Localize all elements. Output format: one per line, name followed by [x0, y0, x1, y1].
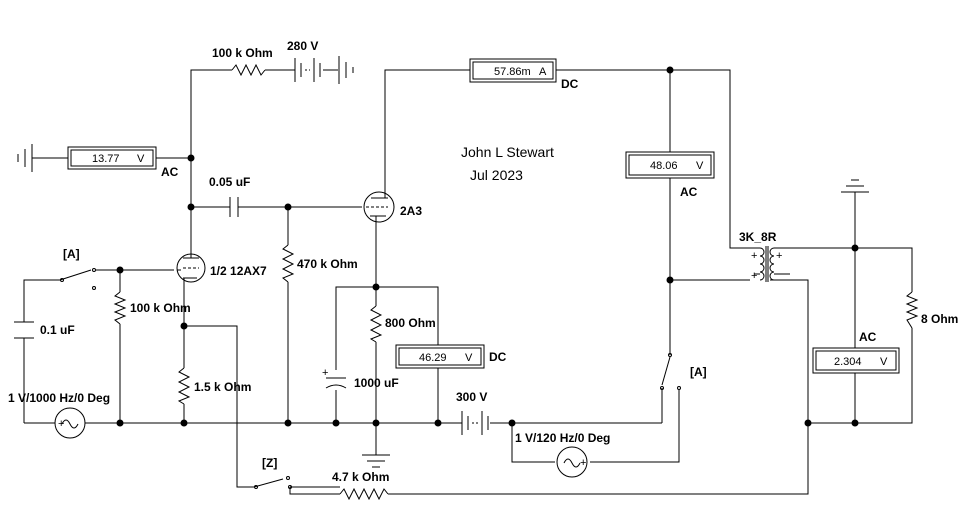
- label-c-cathode-2: 1000 uF: [354, 376, 399, 390]
- label-r-feedback: 4.7 k Ohm: [332, 470, 389, 484]
- plate-meter-mode: DC: [561, 77, 579, 91]
- label-source-hum: 1 V/120 Hz/0 Deg: [515, 431, 610, 445]
- label-switch-a-hum: [A]: [690, 365, 707, 379]
- output-ac-voltmeter-value: 2.304: [834, 356, 862, 368]
- svg-text:+: +: [751, 270, 757, 282]
- cathode-dc-voltmeter: 46.29 V: [395, 344, 485, 369]
- label-battery-300v: 300 V: [456, 390, 487, 404]
- svg-text:+: +: [58, 418, 64, 430]
- input-ac-source: +: [54, 407, 86, 439]
- input-ac-voltmeter-value: 13.77: [92, 153, 120, 165]
- svg-text:+: +: [776, 250, 782, 262]
- label-r-load: 8 Ohm: [921, 312, 958, 326]
- tap-ac-voltmeter: 48.06 V: [625, 151, 715, 179]
- label-r-cathode-2: 800 Ohm: [385, 316, 436, 330]
- resistor-grid: [281, 244, 295, 283]
- input-ac-voltmeter: 13.77 V: [67, 146, 157, 170]
- output-meter-mode: AC: [859, 330, 877, 344]
- triode-12ax7: [176, 250, 206, 283]
- input-ac-voltmeter-unit: V: [137, 153, 145, 165]
- cathode-dc-voltmeter-value: 46.29: [419, 352, 447, 364]
- plate-dc-ammeter-unit: A: [539, 66, 547, 78]
- svg-text:+: +: [751, 250, 757, 262]
- switch-a-hum: [660, 353, 681, 390]
- output-ac-voltmeter-unit: V: [880, 356, 888, 368]
- cathode-meter-mode: DC: [489, 350, 507, 364]
- hum-ac-source: +: [556, 446, 588, 478]
- capacitor-input: [14, 321, 34, 339]
- label-r-grid: 470 k Ohm: [297, 257, 358, 271]
- label-v1: 1/2 12AX7: [210, 264, 267, 278]
- ground-icon-output: [841, 179, 869, 193]
- ground-icon-input: [17, 144, 33, 172]
- label-r-input: 100 k Ohm: [130, 301, 191, 315]
- triode-2a3: [363, 190, 395, 225]
- tap-ac-voltmeter-value: 48.06: [650, 160, 678, 172]
- battery-300v: [461, 411, 489, 435]
- resistor-cathode-1: [177, 367, 191, 405]
- wires: [23, 69, 913, 495]
- junction-dots: [116, 66, 859, 427]
- tap-meter-mode: AC: [680, 185, 698, 199]
- label-c-input: 0.1 uF: [40, 323, 75, 337]
- resistor-feedback: [339, 487, 389, 501]
- label-battery-280v: 280 V: [287, 39, 318, 53]
- label-transformer: 3K_8R: [739, 230, 777, 244]
- capacitor-coupling: [229, 197, 239, 217]
- label-r-cathode-1: 1.5 k Ohm: [194, 380, 251, 394]
- capacitor-cathode-2: +: [322, 367, 347, 389]
- plate-dc-ammeter-value: 57.86m: [494, 66, 531, 78]
- cathode-dc-voltmeter-unit: V: [465, 352, 473, 364]
- battery-280v: [294, 58, 321, 82]
- svg-text:+: +: [580, 457, 586, 469]
- ground-icon-cathode: [362, 454, 390, 468]
- resistor-load: [905, 291, 919, 329]
- plate-dc-ammeter: 57.86m A: [469, 58, 557, 83]
- author-date: Jul 2023: [470, 167, 523, 183]
- tap-ac-voltmeter-unit: V: [696, 160, 704, 172]
- label-switch-z: [Z]: [262, 456, 277, 470]
- component-labels: 100 k Ohm 280 V 0.05 uF 470 k Ohm 2A3 1/…: [8, 39, 958, 484]
- resistor-cathode-2: [369, 305, 383, 343]
- label-v2: 2A3: [400, 204, 422, 218]
- label-c-coupling: 0.05 uF: [209, 175, 250, 189]
- label-source-input: 1 V/1000 Hz/0 Deg: [8, 391, 110, 405]
- switch-z: [253, 476, 292, 489]
- author-name: John L Stewart: [461, 144, 554, 160]
- resistor-input: [113, 291, 127, 325]
- ground-icon-top: [338, 56, 354, 84]
- resistor-plate-supply: [231, 63, 266, 77]
- label-switch-a-input: [A]: [63, 247, 80, 261]
- svg-text:+: +: [322, 367, 328, 379]
- label-r-plate-supply: 100 k Ohm: [212, 46, 273, 60]
- switch-a-input: [59, 268, 96, 290]
- output-ac-voltmeter: 2.304 V: [812, 347, 900, 374]
- output-transformer: + + +: [751, 246, 782, 282]
- input-meter-mode: AC: [161, 165, 179, 179]
